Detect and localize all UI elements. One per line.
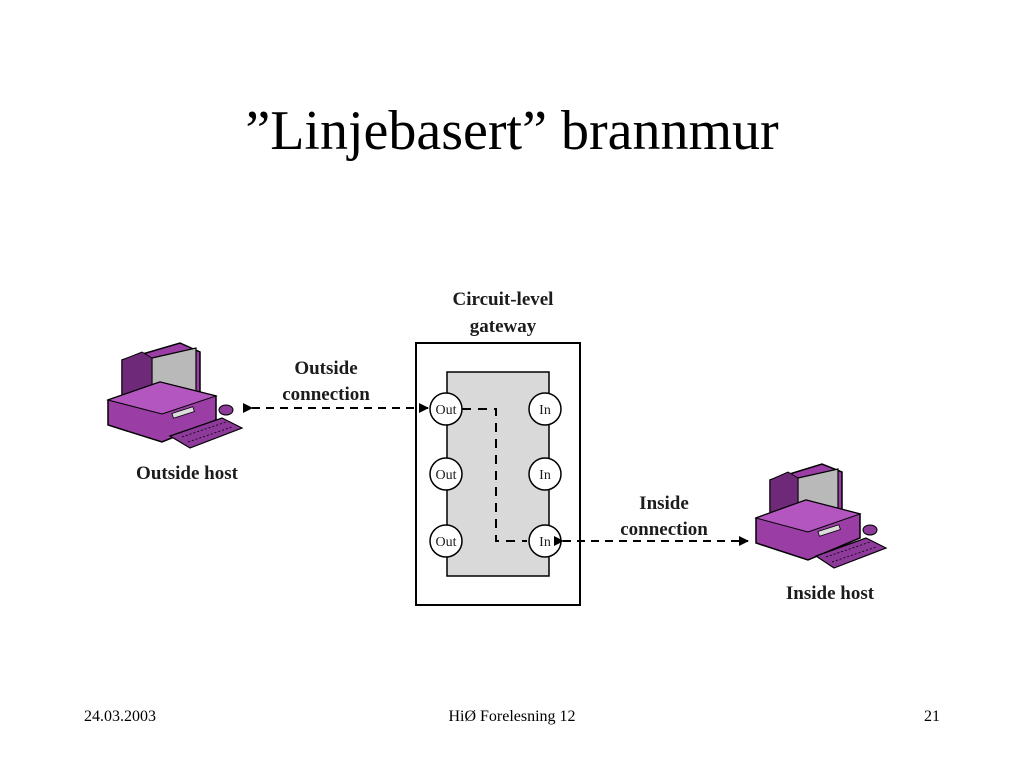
outside-host-computer-icon	[106, 342, 244, 449]
in-port-label: In	[539, 535, 551, 550]
outside-connection-label-line1: Outside	[294, 358, 357, 379]
gateway-label-line1: Circuit-level	[453, 289, 554, 310]
out-port-label: Out	[436, 468, 457, 483]
out-port-label: Out	[436, 535, 457, 550]
outside-connection-label-line2: connection	[282, 384, 370, 405]
out-port-label: Out	[436, 403, 457, 418]
out-port: Out	[429, 457, 463, 491]
in-port: In	[528, 524, 562, 558]
out-port: Out	[429, 524, 463, 558]
out-port: Out	[429, 392, 463, 426]
inside-host-computer-icon	[754, 463, 888, 569]
in-port-label: In	[539, 403, 551, 418]
footer-date: 24.03.2003	[84, 708, 156, 725]
footer-title: HiØ Forelesning 12	[448, 708, 576, 725]
slide-title: ”Linjebasert” brannmur	[245, 100, 779, 162]
page-number: 21	[924, 708, 940, 725]
in-port: In	[528, 457, 562, 491]
gateway-label-line2: gateway	[470, 316, 537, 337]
in-port-label: In	[539, 468, 551, 483]
inside-connection-label-line2: connection	[620, 519, 708, 540]
outside-host-label: Outside host	[136, 463, 239, 484]
inside-connection-label-line1: Inside	[639, 493, 689, 514]
in-port: In	[528, 392, 562, 426]
relay-path	[462, 408, 527, 542]
inside-host-label: Inside host	[786, 583, 875, 604]
